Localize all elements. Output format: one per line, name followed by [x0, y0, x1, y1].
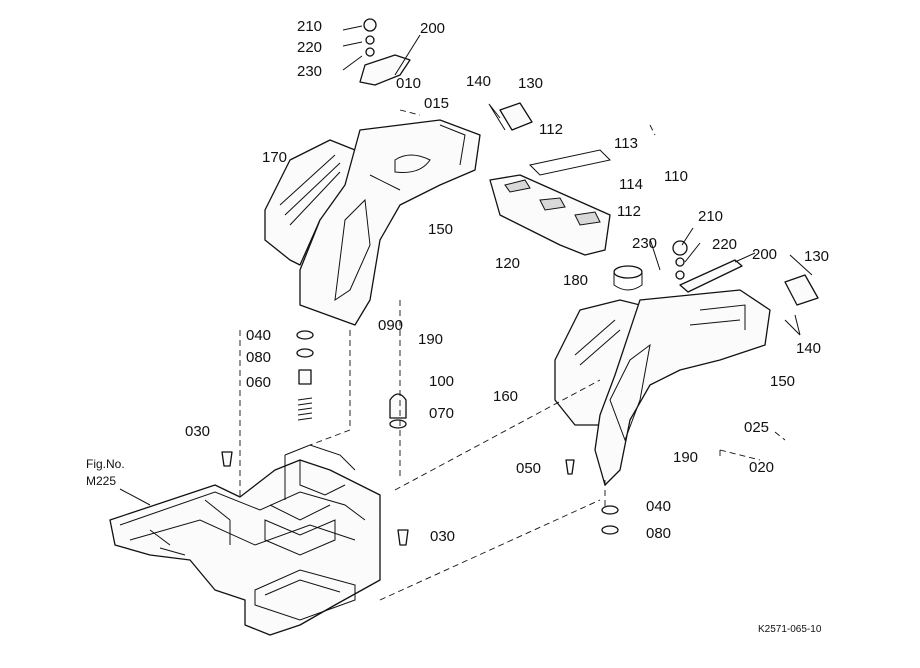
label-130-right: 130: [804, 248, 829, 265]
label-130-top: 130: [518, 75, 543, 92]
floor-frame: [109, 444, 381, 636]
label-040-left: 040: [246, 327, 271, 344]
label-113: 113: [614, 135, 638, 152]
label-110: 110: [664, 168, 688, 185]
label-080-right: 080: [646, 525, 671, 542]
label-140-top: 140: [466, 73, 491, 90]
drawing-id: K2571-065-10: [758, 624, 822, 635]
lamp-parts: [499, 102, 819, 306]
label-070: 070: [429, 405, 454, 422]
fig-no-label: Fig.No.: [86, 457, 125, 471]
left-fender: [264, 119, 481, 326]
label-220-top: 220: [297, 39, 322, 56]
label-080-left: 080: [246, 349, 271, 366]
label-010: 010: [396, 75, 421, 92]
label-180: 180: [563, 272, 588, 289]
label-112-bottom: 112: [617, 203, 641, 220]
label-060: 060: [246, 374, 271, 391]
figure-reference: Fig.No. M225: [86, 457, 151, 506]
label-025: 025: [744, 419, 769, 436]
label-200-right: 200: [752, 246, 777, 263]
handle-parts: [359, 18, 743, 293]
label-050: 050: [516, 460, 541, 477]
label-170: 170: [262, 149, 287, 166]
label-040-right: 040: [646, 498, 671, 515]
label-230-right: 230: [632, 235, 657, 252]
label-090: 090: [378, 317, 403, 334]
tank-cap: [613, 265, 643, 291]
label-160: 160: [493, 388, 518, 405]
label-210-right: 210: [698, 208, 723, 225]
label-190-left: 190: [418, 331, 443, 348]
label-120: 120: [495, 255, 520, 272]
label-200-top: 200: [420, 20, 445, 37]
springs-bolts: [221, 330, 619, 546]
callout-labels: 210 220 230 200 010 015 140 130 112 113 …: [185, 18, 829, 545]
label-020: 020: [749, 459, 774, 476]
center-plate: [489, 149, 612, 256]
label-210-top: 210: [297, 18, 322, 35]
label-140-right: 140: [796, 340, 821, 357]
label-150-right: 150: [770, 373, 795, 390]
label-230-top: 230: [297, 63, 322, 80]
fig-no-value: M225: [86, 474, 116, 488]
label-150-left: 150: [428, 221, 453, 238]
label-220-right: 220: [712, 236, 737, 253]
label-030-bottom: 030: [430, 528, 455, 545]
label-100: 100: [429, 373, 454, 390]
label-190-right: 190: [673, 449, 698, 466]
label-015: 015: [424, 95, 449, 112]
label-112-top: 112: [539, 121, 563, 138]
label-114: 114: [619, 176, 643, 193]
leader-lines: [239, 25, 813, 601]
right-fender: [554, 289, 771, 486]
label-030-left: 030: [185, 423, 210, 440]
